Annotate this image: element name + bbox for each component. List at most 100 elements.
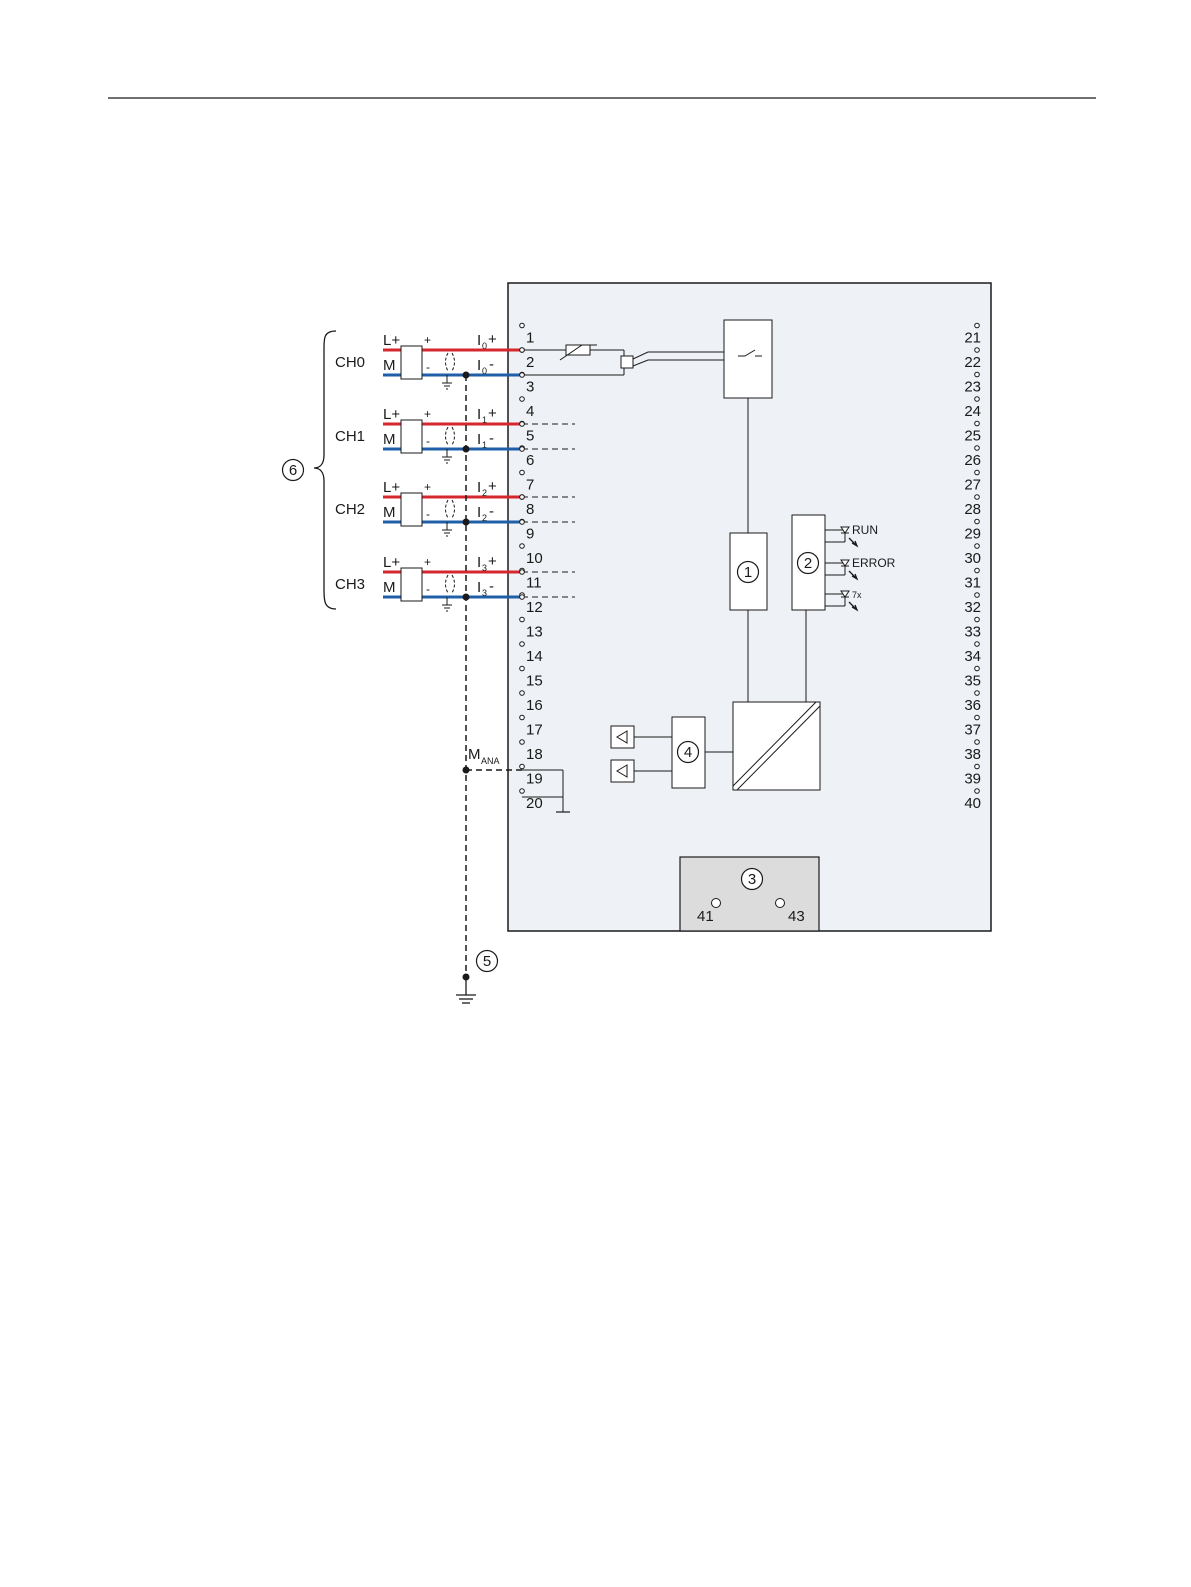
bus-interface-1 [611, 726, 634, 748]
terminal-label-10: 10 [526, 550, 543, 567]
terminal-label-1: 1 [526, 330, 534, 347]
shield-bracket-left [446, 353, 449, 371]
terminal-contact [520, 373, 525, 378]
label-plus: + [424, 407, 431, 421]
label-m: M [383, 357, 396, 374]
terminal-label-29: 29 [964, 526, 981, 543]
channel-brace [314, 331, 336, 609]
channel-name: CH2 [335, 501, 365, 518]
terminal-label-7: 7 [526, 477, 534, 494]
label-current-neg: I [477, 579, 481, 596]
terminal-label-22: 22 [964, 354, 981, 371]
power-terminal-label-43: 43 [788, 908, 805, 925]
label-current-pos-sign: + [488, 478, 497, 495]
terminal-label-3: 3 [526, 379, 534, 396]
ch0-mux-box [621, 356, 633, 368]
terminal-contact [520, 595, 525, 600]
shield-earth-icon [442, 597, 452, 611]
callout-4: 4 [678, 742, 699, 763]
terminal-label-25: 25 [964, 428, 981, 445]
terminal-label-34: 34 [964, 648, 981, 665]
svg-text:3: 3 [748, 871, 756, 888]
terminal-label-30: 30 [964, 550, 981, 567]
mana-node [463, 767, 470, 774]
label-current-neg: I [477, 357, 481, 374]
transducer-box [401, 420, 422, 453]
shield-bracket-right [452, 500, 455, 518]
svg-text:5: 5 [483, 953, 491, 970]
label-plus: + [424, 480, 431, 494]
callout-6: 6 [283, 460, 304, 481]
terminal-label-38: 38 [964, 746, 981, 763]
label-minus: - [426, 582, 430, 596]
shield-bracket-right [452, 575, 455, 593]
led-label-run: RUN [852, 523, 878, 537]
label-current-pos: I [477, 479, 481, 496]
shield-earth-icon [442, 375, 452, 389]
label-current-neg-sign: - [489, 356, 494, 373]
callout-5: 5 [477, 951, 498, 972]
label-current-neg: I [477, 431, 481, 448]
callout-2: 2 [798, 553, 819, 574]
channel-name: CH3 [335, 576, 365, 593]
label-current-neg-sign: - [489, 578, 494, 595]
label-plus: + [424, 555, 431, 569]
terminal-label-31: 31 [964, 575, 981, 592]
terminal-label-27: 27 [964, 477, 981, 494]
shield-earth-icon [442, 449, 452, 463]
bus-interface-2 [611, 760, 634, 782]
terminal-label-15: 15 [526, 673, 543, 690]
label-current-pos: I [477, 332, 481, 349]
label-current-pos-sign: + [488, 331, 497, 348]
terminal-label-11: 11 [526, 575, 542, 592]
terminal-contact [520, 495, 525, 500]
terminal-label-5: 5 [526, 428, 534, 445]
terminal-label-36: 36 [964, 697, 981, 714]
terminal-label-16: 16 [526, 697, 543, 714]
terminal-contact [520, 348, 525, 353]
led-label-7x: 7x [852, 590, 862, 600]
label-current-neg-sub: 3 [482, 588, 487, 598]
terminal-label-13: 13 [526, 624, 543, 641]
terminal-contact [520, 447, 525, 452]
channel-name: CH0 [335, 354, 365, 371]
transducer-box [401, 568, 422, 601]
svg-text:1: 1 [744, 564, 752, 581]
svg-text:6: 6 [289, 462, 297, 479]
channel-name: CH1 [335, 428, 365, 445]
label-lplus: L+ [383, 479, 400, 496]
mana-label: M [468, 746, 481, 763]
label-plus: + [424, 333, 431, 347]
terminal-label-33: 33 [964, 624, 981, 641]
converter-block [733, 702, 820, 790]
label-current-pos-sub: 3 [482, 563, 487, 573]
label-lplus: L+ [383, 554, 400, 571]
terminal-label-37: 37 [964, 722, 981, 739]
label-current-neg-sub: 1 [482, 440, 487, 450]
label-current-pos-sub: 0 [482, 341, 487, 351]
label-current-pos-sub: 2 [482, 488, 487, 498]
callout-1: 1 [738, 562, 759, 583]
label-minus: - [426, 360, 430, 374]
label-current-neg-sub: 0 [482, 366, 487, 376]
terminal-label-9: 9 [526, 526, 534, 543]
terminal-label-6: 6 [526, 452, 534, 469]
terminal-label-23: 23 [964, 379, 981, 396]
svg-text:4: 4 [684, 744, 692, 761]
terminal-label-39: 39 [964, 771, 981, 788]
label-current-neg-sign: - [489, 503, 494, 520]
callout-3: 3 [742, 869, 763, 890]
terminal-label-12: 12 [526, 599, 543, 616]
svg-text:2: 2 [804, 555, 812, 572]
terminal-label-19: 19 [526, 771, 543, 788]
earth-ground-icon [456, 977, 476, 1003]
label-current-pos: I [477, 406, 481, 423]
terminal-contact [520, 422, 525, 427]
terminal-label-20: 20 [526, 795, 543, 812]
terminal-label-28: 28 [964, 501, 981, 518]
label-lplus: L+ [383, 406, 400, 423]
terminal-label-26: 26 [964, 452, 981, 469]
transducer-box [401, 493, 422, 526]
label-minus: - [426, 434, 430, 448]
